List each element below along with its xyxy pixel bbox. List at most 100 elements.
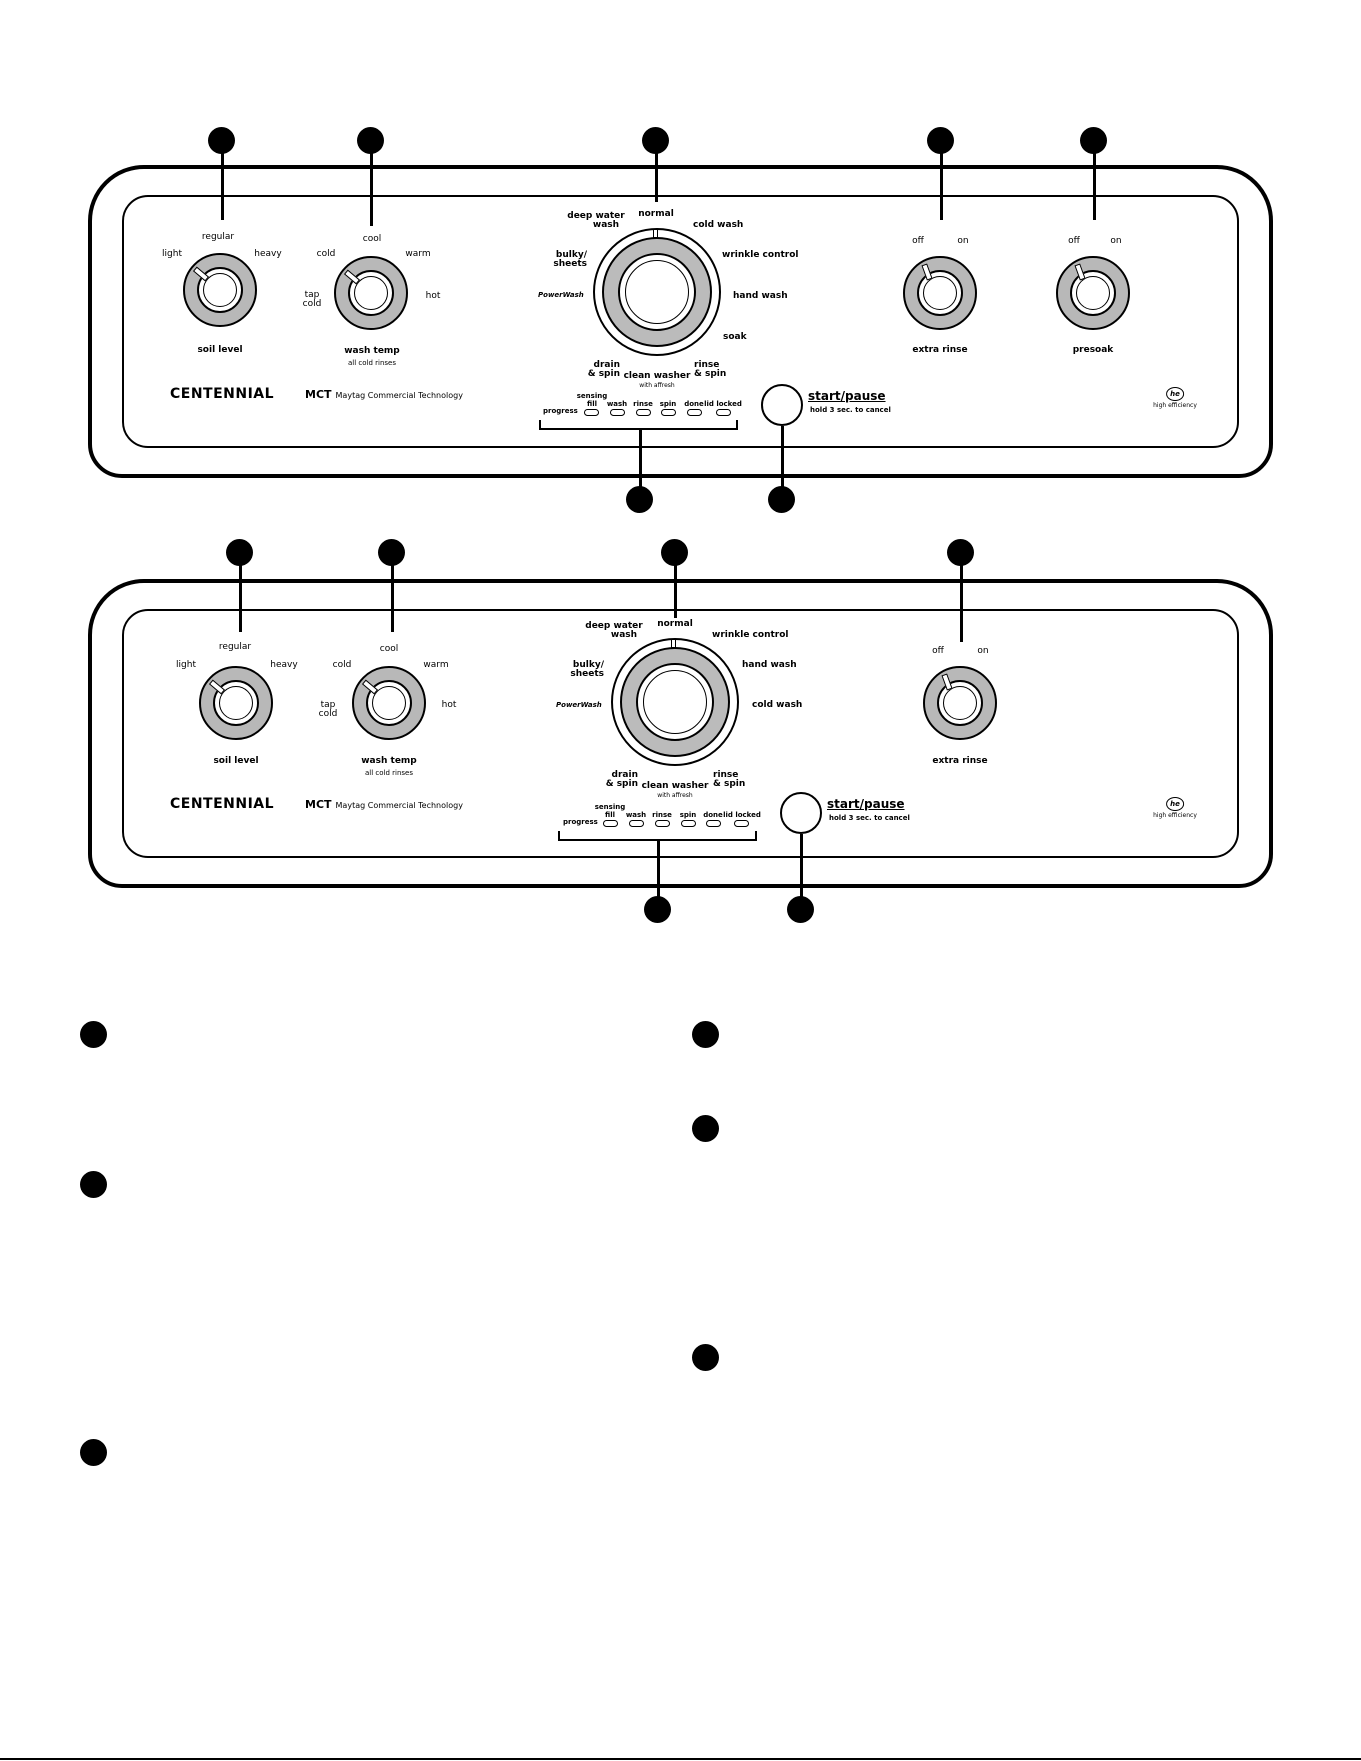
leader-line xyxy=(674,552,677,618)
cycle-rinse-spin-label: & spin xyxy=(694,369,727,379)
extra-rinse-on-label: on xyxy=(977,646,989,656)
progress-bracket xyxy=(558,831,757,841)
soil-light-label: light xyxy=(176,660,196,670)
leader-line xyxy=(655,140,658,202)
progress-sensing-label: sensing xyxy=(576,392,608,400)
cycle-deep-water-label: deep water xyxy=(585,621,643,631)
cycle-selector-knob[interactable] xyxy=(602,237,712,347)
legend-marker xyxy=(80,1171,107,1198)
led-rinse xyxy=(636,409,651,416)
cycle-wrinkle-control-label: wrinkle control xyxy=(722,250,799,260)
wash-temp-sub-label: all cold rinses xyxy=(347,359,397,367)
powerwash-logo: PowerWash xyxy=(538,291,584,299)
temp-warm-label: warm xyxy=(423,660,449,670)
cycle-selector-knob[interactable] xyxy=(620,647,730,757)
cycle-deep-water-wash-label: wash xyxy=(592,220,620,230)
callout-marker xyxy=(644,896,671,923)
cycle-cold-wash-label: cold wash xyxy=(693,220,744,230)
page-bottom-rule xyxy=(0,1758,1361,1760)
cycle-clean-washer-label: clean washer xyxy=(623,371,691,381)
callout-marker xyxy=(378,539,405,566)
temp-tap-cold-label: cold xyxy=(318,709,338,719)
leader-line xyxy=(940,140,943,220)
callout-marker xyxy=(787,896,814,923)
he-text: high efficiency xyxy=(1153,402,1197,409)
led-fill xyxy=(603,820,618,827)
temp-tap-label: tap xyxy=(304,290,320,300)
extra-rinse-label: extra rinse xyxy=(912,345,968,355)
led-lid-locked xyxy=(716,409,731,416)
led-rinse xyxy=(655,820,670,827)
start-pause-button[interactable] xyxy=(761,384,803,426)
legend-marker xyxy=(80,1021,107,1048)
wash-temp-knob[interactable] xyxy=(334,256,408,330)
cycle-drain-label: drain xyxy=(593,360,620,370)
callout-marker xyxy=(626,486,653,513)
leader-line xyxy=(781,426,784,493)
led-done xyxy=(687,409,702,416)
mct-label: MCT xyxy=(305,798,332,811)
progress-done-label: done xyxy=(684,400,704,408)
he-text: high efficiency xyxy=(1153,812,1197,819)
presoak-knob[interactable] xyxy=(1056,256,1130,330)
soil-level-knob[interactable] xyxy=(199,666,273,740)
leader-line xyxy=(221,140,224,220)
panel-inner-frame xyxy=(122,195,1239,448)
cycle-normal-label: normal xyxy=(638,209,674,219)
cycle-wrinkle-control-label: wrinkle control xyxy=(712,630,789,640)
soil-level-label: soil level xyxy=(197,345,243,355)
wash-temp-label: wash temp xyxy=(344,346,400,356)
he-logo-mark: he xyxy=(1165,797,1184,811)
presoak-on-label: on xyxy=(1110,236,1122,246)
progress-sensing-label: sensing xyxy=(594,803,626,811)
led-spin xyxy=(681,820,696,827)
he-logo-mark: he xyxy=(1165,387,1184,401)
progress-bracket xyxy=(539,420,738,430)
leader-line xyxy=(391,552,394,632)
progress-wash-label: wash xyxy=(625,811,647,819)
wash-temp-knob[interactable] xyxy=(352,666,426,740)
progress-label: progress xyxy=(543,407,578,415)
soil-heavy-label: heavy xyxy=(254,249,282,259)
cycle-rinse-spin-label: & spin xyxy=(713,779,746,789)
progress-wash-label: wash xyxy=(606,400,628,408)
progress-spin-label: spin xyxy=(659,400,677,408)
extra-rinse-label: extra rinse xyxy=(932,756,988,766)
soil-regular-label: regular xyxy=(218,642,252,652)
start-pause-button[interactable] xyxy=(780,792,822,834)
progress-fill-label: fill xyxy=(605,811,615,819)
progress-lid-locked-label: lid locked xyxy=(704,400,742,408)
cycle-drain-label: drain xyxy=(611,770,638,780)
callout-marker xyxy=(661,539,688,566)
cycle-sheets-label: sheets xyxy=(570,669,604,679)
hold-cancel-label: hold 3 sec. to cancel xyxy=(810,406,891,414)
mct-sub-label: Maytag Commercial Technology xyxy=(335,801,463,810)
presoak-label: presoak xyxy=(1072,345,1114,355)
extra-rinse-knob[interactable] xyxy=(923,666,997,740)
temp-cool-label: cool xyxy=(362,234,382,244)
hold-cancel-label: hold 3 sec. to cancel xyxy=(829,814,910,822)
cycle-deep-water-wash-label: wash xyxy=(610,630,638,640)
extra-rinse-knob[interactable] xyxy=(903,256,977,330)
cycle-rinse-label: rinse xyxy=(713,770,739,780)
progress-rinse-label: rinse xyxy=(652,811,672,819)
cycle-clean-washer-sub-label: with affresh xyxy=(657,792,693,799)
dial-pointer xyxy=(671,639,676,648)
progress-done-label: done xyxy=(703,811,723,819)
cycle-rinse-label: rinse xyxy=(694,360,720,370)
wash-temp-label: wash temp xyxy=(361,756,417,766)
soil-level-knob[interactable] xyxy=(183,253,257,327)
dial-pointer xyxy=(653,229,658,238)
leader-line xyxy=(1093,140,1096,220)
leader-line xyxy=(657,841,660,906)
start-pause-label: start/pause xyxy=(827,797,905,811)
callout-marker xyxy=(768,486,795,513)
temp-cold-label: cold xyxy=(332,660,352,670)
cycle-hand-wash-label: hand wash xyxy=(742,660,797,670)
callout-marker xyxy=(357,127,384,154)
legend-marker xyxy=(692,1344,719,1371)
led-done xyxy=(706,820,721,827)
